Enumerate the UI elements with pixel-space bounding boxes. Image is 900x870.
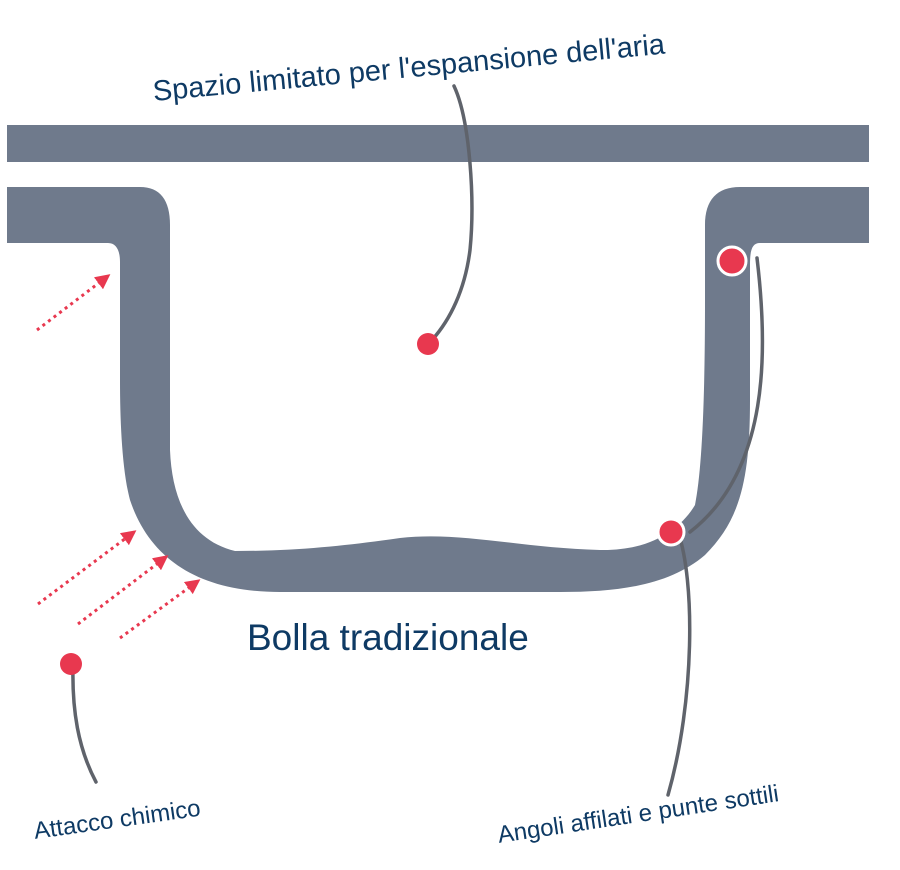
chemical-arrow-1: [36, 274, 111, 332]
marker-limited-space: [417, 333, 439, 355]
chemical-arrow-3: [77, 555, 169, 626]
blister-cavity: [7, 187, 869, 592]
leader-line-corner-link: [688, 256, 765, 534]
leader-line-limited-space: [430, 84, 474, 342]
leader-line-chemical-attack: [71, 664, 98, 784]
leader-line-sharp-corners: [666, 530, 692, 797]
marker-corner-bottom: [656, 517, 686, 547]
lidding-film: [7, 125, 869, 162]
diagram-title: Bolla tradizionale: [247, 617, 529, 658]
marker-corner-top: [716, 245, 748, 277]
marker-chemical-attack: [60, 653, 82, 675]
chemical-arrow-4: [119, 579, 201, 640]
chemical-arrow-2: [37, 530, 137, 606]
